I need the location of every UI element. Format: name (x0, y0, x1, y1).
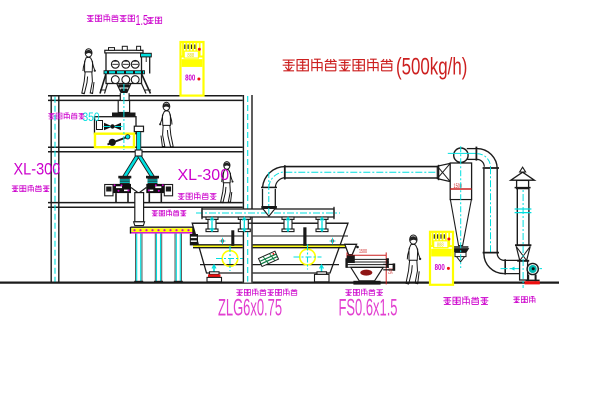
svg-text:1.5: 1.5 (136, 12, 149, 29)
svg-text:350: 350 (83, 111, 100, 124)
svg-text:(500kg/h): (500kg/h) (396, 54, 467, 81)
svg-text:XL-300: XL-300 (178, 167, 230, 184)
svg-text:888: 888 (187, 53, 194, 59)
svg-text:XL-300: XL-300 (14, 161, 61, 179)
svg-text:1500: 1500 (454, 183, 463, 190)
svg-text:1500: 1500 (359, 248, 367, 255)
svg-text:ZLG6x0.75: ZLG6x0.75 (218, 296, 282, 322)
svg-text:540: 540 (388, 268, 395, 274)
svg-text:800: 800 (185, 73, 195, 83)
svg-text:888: 888 (437, 242, 444, 248)
svg-text:800: 800 (435, 262, 445, 272)
svg-text:FS0.6x1.5: FS0.6x1.5 (339, 296, 398, 322)
